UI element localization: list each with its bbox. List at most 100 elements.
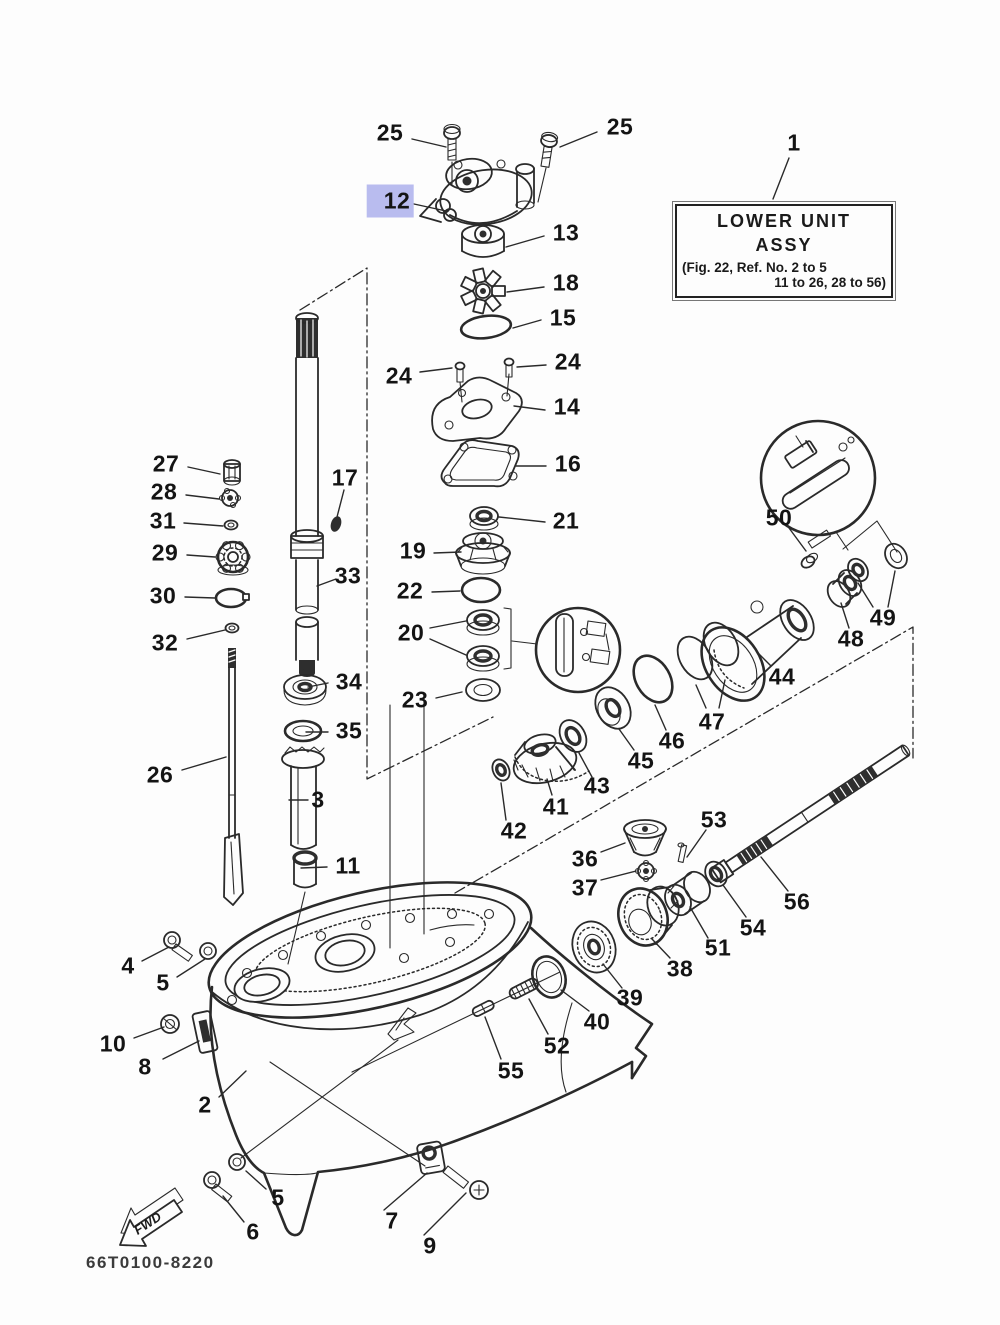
part-27-nut [223, 459, 241, 486]
part-label-30: 30 [149, 582, 177, 609]
part-label-52: 52 [543, 1032, 571, 1059]
part-label-22: 22 [396, 577, 424, 604]
part-36-bearing-cup [623, 819, 667, 857]
part-label-26: 26 [146, 761, 174, 788]
part-label-27: 27 [152, 450, 180, 477]
part-label-15: 15 [549, 304, 577, 331]
part-25-bolt-left [443, 123, 461, 161]
part-34-bearing [283, 674, 327, 706]
part-label-46: 46 [658, 727, 686, 754]
part-label-16: 16 [554, 450, 582, 477]
part-label-33: 33 [334, 562, 362, 589]
detail-circle-anchor-pin [759, 419, 877, 537]
drawing-code: 66T0100-8220 [86, 1253, 215, 1272]
part-label-29: 29 [151, 539, 179, 566]
part-16-gasket [440, 439, 520, 488]
part-label-44: 44 [768, 663, 796, 690]
part-48-spacer [826, 569, 863, 608]
part-label-42: 42 [500, 817, 528, 844]
part-label-13: 13 [552, 219, 580, 246]
part-label-55: 55 [497, 1057, 525, 1084]
part-56-propeller-shaft [710, 744, 911, 884]
part-label-32: 32 [151, 629, 179, 656]
part-28-washer-nut [218, 487, 242, 509]
part-20-bearings [466, 609, 500, 672]
part-label-18: 18 [552, 269, 580, 296]
part-21-bearing [469, 506, 499, 531]
part-label-3: 3 [311, 786, 325, 813]
part-label-51: 51 [704, 934, 732, 961]
leader-lines [133, 131, 898, 1236]
part-49-shims [847, 542, 908, 583]
part-12-water-pump-housing [419, 157, 535, 226]
part-15-o-ring [459, 314, 513, 340]
part-3-drive-shaft-sleeve [281, 746, 325, 850]
title-box-fig-ref-line2: 11 to 26, 28 to 56) [774, 275, 886, 290]
part-label-24: 24 [554, 348, 582, 375]
part-label-45: 45 [627, 747, 655, 774]
part-label-7: 7 [385, 1207, 399, 1234]
projection-frames [299, 267, 914, 894]
part-4-bolt [163, 931, 193, 962]
part-label-41: 41 [542, 793, 570, 820]
part-51-clutch-dog [664, 870, 711, 917]
fwd-arrow: FWD [119, 1187, 184, 1247]
part-label-11: 11 [335, 852, 361, 879]
part-label-10: 10 [99, 1030, 127, 1057]
part-24-bolt-left [454, 361, 466, 383]
part-label-31: 31 [149, 507, 177, 534]
part-39-ball-bearing [571, 920, 617, 974]
part-label-49: 49 [869, 604, 897, 631]
part-35-o-ring [283, 719, 323, 743]
part-47-o-rings [676, 621, 740, 681]
part-label-54: 54 [739, 914, 767, 941]
part-7-trim-tab-clamp [416, 1140, 446, 1175]
part-2-gear-case-housing [207, 881, 654, 1237]
part-14-pump-base-plate [431, 376, 523, 442]
part-label-37: 37 [571, 874, 599, 901]
part-10-locknut [160, 1014, 180, 1034]
part-5-washer-lower [228, 1153, 246, 1171]
part-label-40: 40 [583, 1008, 611, 1035]
part-6-bolt [203, 1171, 233, 1203]
part-label-39: 39 [616, 984, 644, 1011]
title-box: LOWER UNIT ASSY (Fig. 22, Ref. No. 2 to … [672, 201, 896, 301]
part-label-6: 6 [246, 1218, 260, 1245]
part-label-23: 23 [401, 686, 429, 713]
part-38-bearing-housing [617, 885, 680, 947]
part-label-5: 5 [271, 1184, 285, 1211]
title-box-line2: ASSY [755, 235, 813, 255]
part-label-25: 25 [606, 113, 634, 140]
part-label-56: 56 [783, 888, 811, 915]
part-label-2: 2 [198, 1091, 212, 1118]
part-53-shift-pin [677, 842, 688, 863]
detail-circle-bearing-pin [534, 606, 622, 694]
part-23-washer [465, 678, 501, 702]
part-label-47: 47 [698, 708, 726, 735]
part-46-shim-ring [632, 654, 674, 704]
part-label-4: 4 [121, 952, 135, 979]
part-label-19: 19 [399, 537, 427, 564]
part-label-35: 35 [335, 717, 363, 744]
part-24-bolt-right [503, 357, 515, 378]
part-55-pin [471, 999, 495, 1017]
part-19-oil-seal-housing [455, 532, 511, 575]
part-17-pin [330, 516, 342, 532]
part-label-12: 12 [366, 184, 414, 218]
part-44-bearing-carrier [700, 599, 815, 702]
part-9-bolt [442, 1165, 489, 1200]
part-label-9: 9 [423, 1232, 437, 1259]
part-18-impeller [460, 267, 506, 315]
part-label-28: 28 [150, 478, 178, 505]
part-label-1: 1 [787, 129, 801, 156]
part-26-shift-rod [223, 648, 244, 906]
part-label-14: 14 [553, 393, 581, 420]
part-label-25: 25 [376, 119, 404, 146]
part-label-48: 48 [837, 625, 865, 652]
part-43-thrust-washer [558, 719, 588, 753]
part-45-tapered-bearing [594, 686, 632, 730]
part-label-36: 36 [571, 845, 599, 872]
part-31-washer-small [223, 519, 239, 531]
title-box-fig-ref-line1: (Fig. 22, Ref. No. 2 to 5 [682, 260, 827, 275]
part-29-pinion-gear [215, 540, 251, 576]
